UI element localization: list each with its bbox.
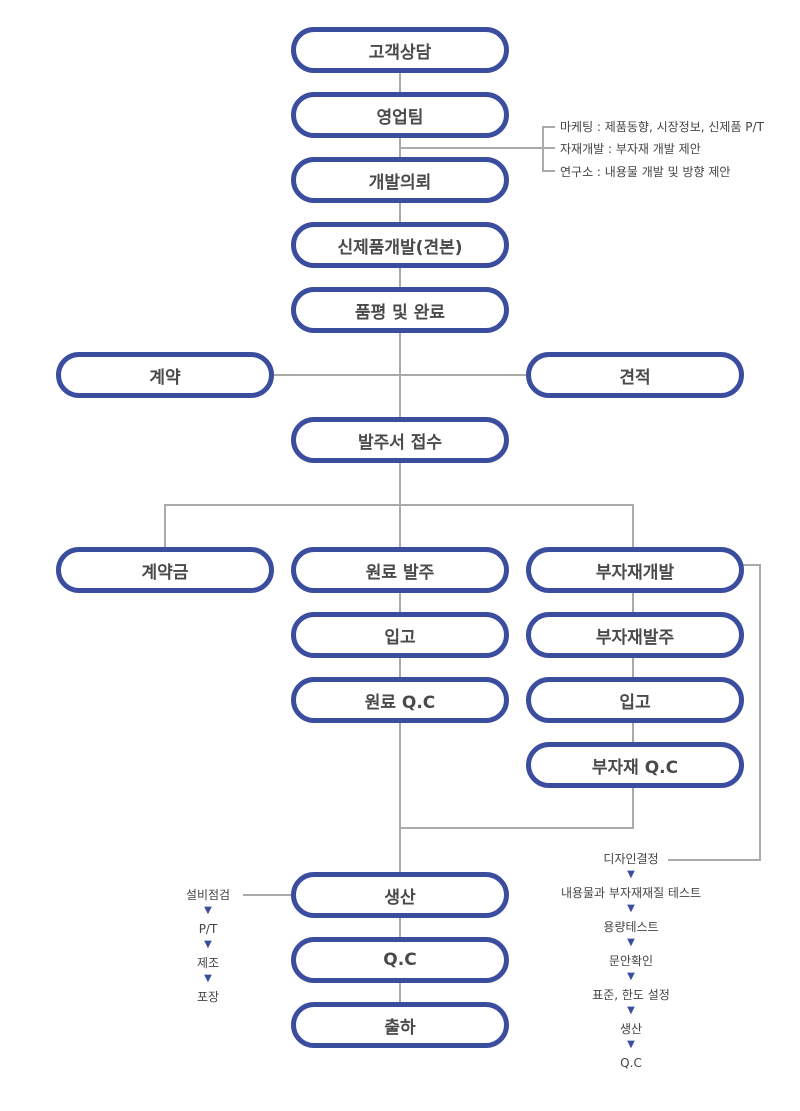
subsidiary-step: 디자인결정 bbox=[603, 852, 659, 866]
subsidiary-step: 표준, 한도 설정 bbox=[592, 988, 670, 1002]
down-arrow-icon: ▼ bbox=[204, 973, 212, 984]
down-arrow-icon: ▼ bbox=[627, 1005, 635, 1016]
sales-note: 마케팅 : 제품동향, 시장정보, 신제품 P/T bbox=[560, 120, 764, 134]
subsidiary-step: 생산 bbox=[619, 1022, 643, 1036]
node-dev-request: 개발의뢰 bbox=[291, 157, 509, 203]
subsidiary-step: 용량테스트 bbox=[603, 920, 659, 934]
down-arrow-icon: ▼ bbox=[204, 905, 212, 916]
node-raw-order: 원료 발주 bbox=[291, 547, 509, 593]
node-shipping: 출하 bbox=[291, 1002, 509, 1048]
down-arrow-icon: ▼ bbox=[204, 939, 212, 950]
down-arrow-icon: ▼ bbox=[627, 869, 635, 880]
node-sub-receipt: 입고 bbox=[526, 677, 744, 723]
subsidiary-step: Q.C bbox=[620, 1056, 642, 1070]
down-arrow-icon: ▼ bbox=[627, 1039, 635, 1050]
down-arrow-icon: ▼ bbox=[627, 937, 635, 948]
node-customer-consult: 고객상담 bbox=[291, 27, 509, 73]
production-step: P/T bbox=[198, 922, 218, 936]
node-qc: Q.C bbox=[291, 937, 509, 983]
node-sales-team: 영업팀 bbox=[291, 92, 509, 138]
node-production: 생산 bbox=[291, 872, 509, 918]
down-arrow-icon: ▼ bbox=[627, 971, 635, 982]
production-step: 포장 bbox=[196, 990, 220, 1004]
node-order-receipt: 발주서 접수 bbox=[291, 417, 509, 463]
sales-note: 연구소 : 내용물 개발 및 방향 제안 bbox=[560, 165, 731, 179]
node-raw-receipt: 입고 bbox=[291, 612, 509, 658]
down-arrow-icon: ▼ bbox=[627, 903, 635, 914]
node-sub-qc: 부자재 Q.C bbox=[526, 742, 744, 788]
node-estimate: 견적 bbox=[526, 352, 744, 398]
node-sub-material-order: 부자재발주 bbox=[526, 612, 744, 658]
subsidiary-step: 문안확인 bbox=[608, 954, 654, 968]
subsidiary-step: 내용물과 부자재재질 테스트 bbox=[560, 886, 702, 900]
node-raw-qc: 원료 Q.C bbox=[291, 677, 509, 723]
production-step: 설비점검 bbox=[185, 888, 231, 902]
node-new-product-dev: 신제품개발(견본) bbox=[291, 222, 509, 268]
sales-note: 자재개발 : 부자재 개발 제안 bbox=[560, 142, 701, 156]
node-deposit: 계약금 bbox=[56, 547, 274, 593]
node-sub-material-dev: 부자재개발 bbox=[526, 547, 744, 593]
node-evaluation: 품평 및 완료 bbox=[291, 287, 509, 333]
node-contract: 계약 bbox=[56, 352, 274, 398]
production-step: 제조 bbox=[196, 956, 220, 970]
